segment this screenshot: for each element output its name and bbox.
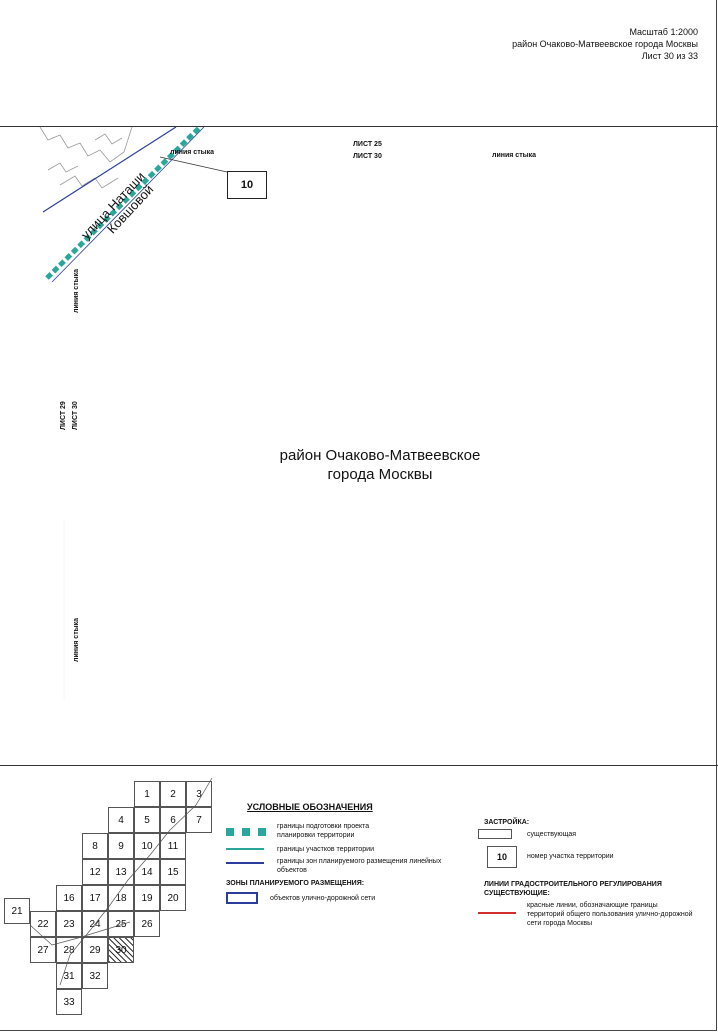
district-label: район Очаково-Матвеевское города Москвы [279,447,481,483]
join-line-label-left-upper: линия стыка [73,268,80,313]
grid-cell-16[interactable]: 16 [56,885,82,911]
grid-cell-3[interactable]: 3 [186,781,212,807]
grid-cell-8[interactable]: 8 [82,833,108,859]
grid-cell-12[interactable]: 12 [82,859,108,885]
grid-cell-24[interactable]: 24 [82,911,108,937]
legend-zones-heading: ЗОНЫ ПЛАНИРУЕМОГО РАЗМЕЩЕНИЯ: [226,880,365,887]
sheet-top-label-1: ЛИСТ 25 [353,141,382,148]
legend-swatch-parcel-number: 10 [487,846,517,868]
grid-cell-2[interactable]: 2 [160,781,186,807]
sheet-number: Лист 30 из 33 [641,51,698,61]
legend-label-road-zone: объектов улично-дорожной сети [270,895,376,902]
legend-building-heading: ЗАСТРОЙКА: [484,819,530,826]
grid-cell-27[interactable]: 27 [30,937,56,963]
buildings-existing [39,126,133,189]
grid-cell-33[interactable]: 33 [56,989,82,1015]
sheet-left-label-2: ЛИСТ 30 [72,401,79,430]
sheet-left-label-1: ЛИСТ 29 [60,401,67,430]
grid-cell-4[interactable]: 4 [108,807,134,833]
road-zone-boundary [42,126,177,213]
scale-label: Масштаб 1:2000 [629,27,698,37]
legend-swatch-plot-boundary [226,848,264,850]
header-divider [0,126,718,127]
grid-cell-10[interactable]: 10 [134,833,160,859]
legend-label-plot-boundary: границы участков территории [277,846,374,853]
grid-cell-9[interactable]: 9 [108,833,134,859]
plot-boundary [51,126,205,283]
legend-label-red-lines: красные линии, обозначающие границы терр… [527,902,693,927]
legend-divider [0,765,718,766]
join-line-label-top-right: линия стыка [492,152,537,159]
legend-swatch-red-lines [478,912,516,914]
grid-cell-19[interactable]: 19 [134,885,160,911]
legend-swatch-zone-boundary [226,862,264,864]
join-line-label-top-left: линия стыка [170,149,215,156]
grid-cell-7[interactable]: 7 [186,807,212,833]
parcel-number-box: 10 [227,171,267,199]
legend-title: УСЛОВНЫЕ ОБОЗНАЧЕНИЯ [247,802,373,812]
grid-cell-32[interactable]: 32 [82,963,108,989]
legend-label-parcel-number: номер участка территории [527,853,614,860]
grid-cell-15[interactable]: 15 [160,859,186,885]
legend-label-building-existing: существующая [527,831,577,838]
sheet-header: Масштаб 1:2000 район Очаково-Матвеевское… [512,26,698,62]
legend-swatch-building-existing [478,829,512,839]
legend-label-project-boundary: границы подготовки проекта планировки те… [277,823,370,839]
legend-regulation-heading: ЛИНИИ ГРАДОСТРОИТЕЛЬНОГО РЕГУЛИРОВАНИЯ С… [484,881,662,897]
grid-cell-5[interactable]: 5 [134,807,160,833]
grid-cell-20[interactable]: 20 [160,885,186,911]
legend-swatch-project-boundary [226,828,266,836]
legend-label-zone-boundary: границы зон планируемого размещения лине… [277,858,442,874]
grid-cell-25[interactable]: 25 [108,911,134,937]
grid-cell-23[interactable]: 23 [56,911,82,937]
grid-cell-21[interactable]: 21 [4,898,30,924]
grid-cell-18[interactable]: 18 [108,885,134,911]
grid-cell-6[interactable]: 6 [160,807,186,833]
grid-cell-22[interactable]: 22 [30,911,56,937]
grid-cell-11[interactable]: 11 [160,833,186,859]
grid-cell-28[interactable]: 28 [56,937,82,963]
sheet-top-label-2: ЛИСТ 30 [353,153,382,160]
grid-cell-26[interactable]: 26 [134,911,160,937]
legend-swatch-road-zone [226,892,258,904]
grid-cell-30-current[interactable]: 30 [108,937,134,963]
grid-cell-31[interactable]: 31 [56,963,82,989]
grid-cell-14[interactable]: 14 [134,859,160,885]
grid-cell-13[interactable]: 13 [108,859,134,885]
join-line-label-left-lower: линия стыка [73,617,80,662]
grid-cell-29[interactable]: 29 [82,937,108,963]
grid-cell-17[interactable]: 17 [82,885,108,911]
grid-cell-1[interactable]: 1 [134,781,160,807]
leader-line [159,156,228,173]
district-title: район Очаково-Матвеевское города Москвы [512,39,698,49]
